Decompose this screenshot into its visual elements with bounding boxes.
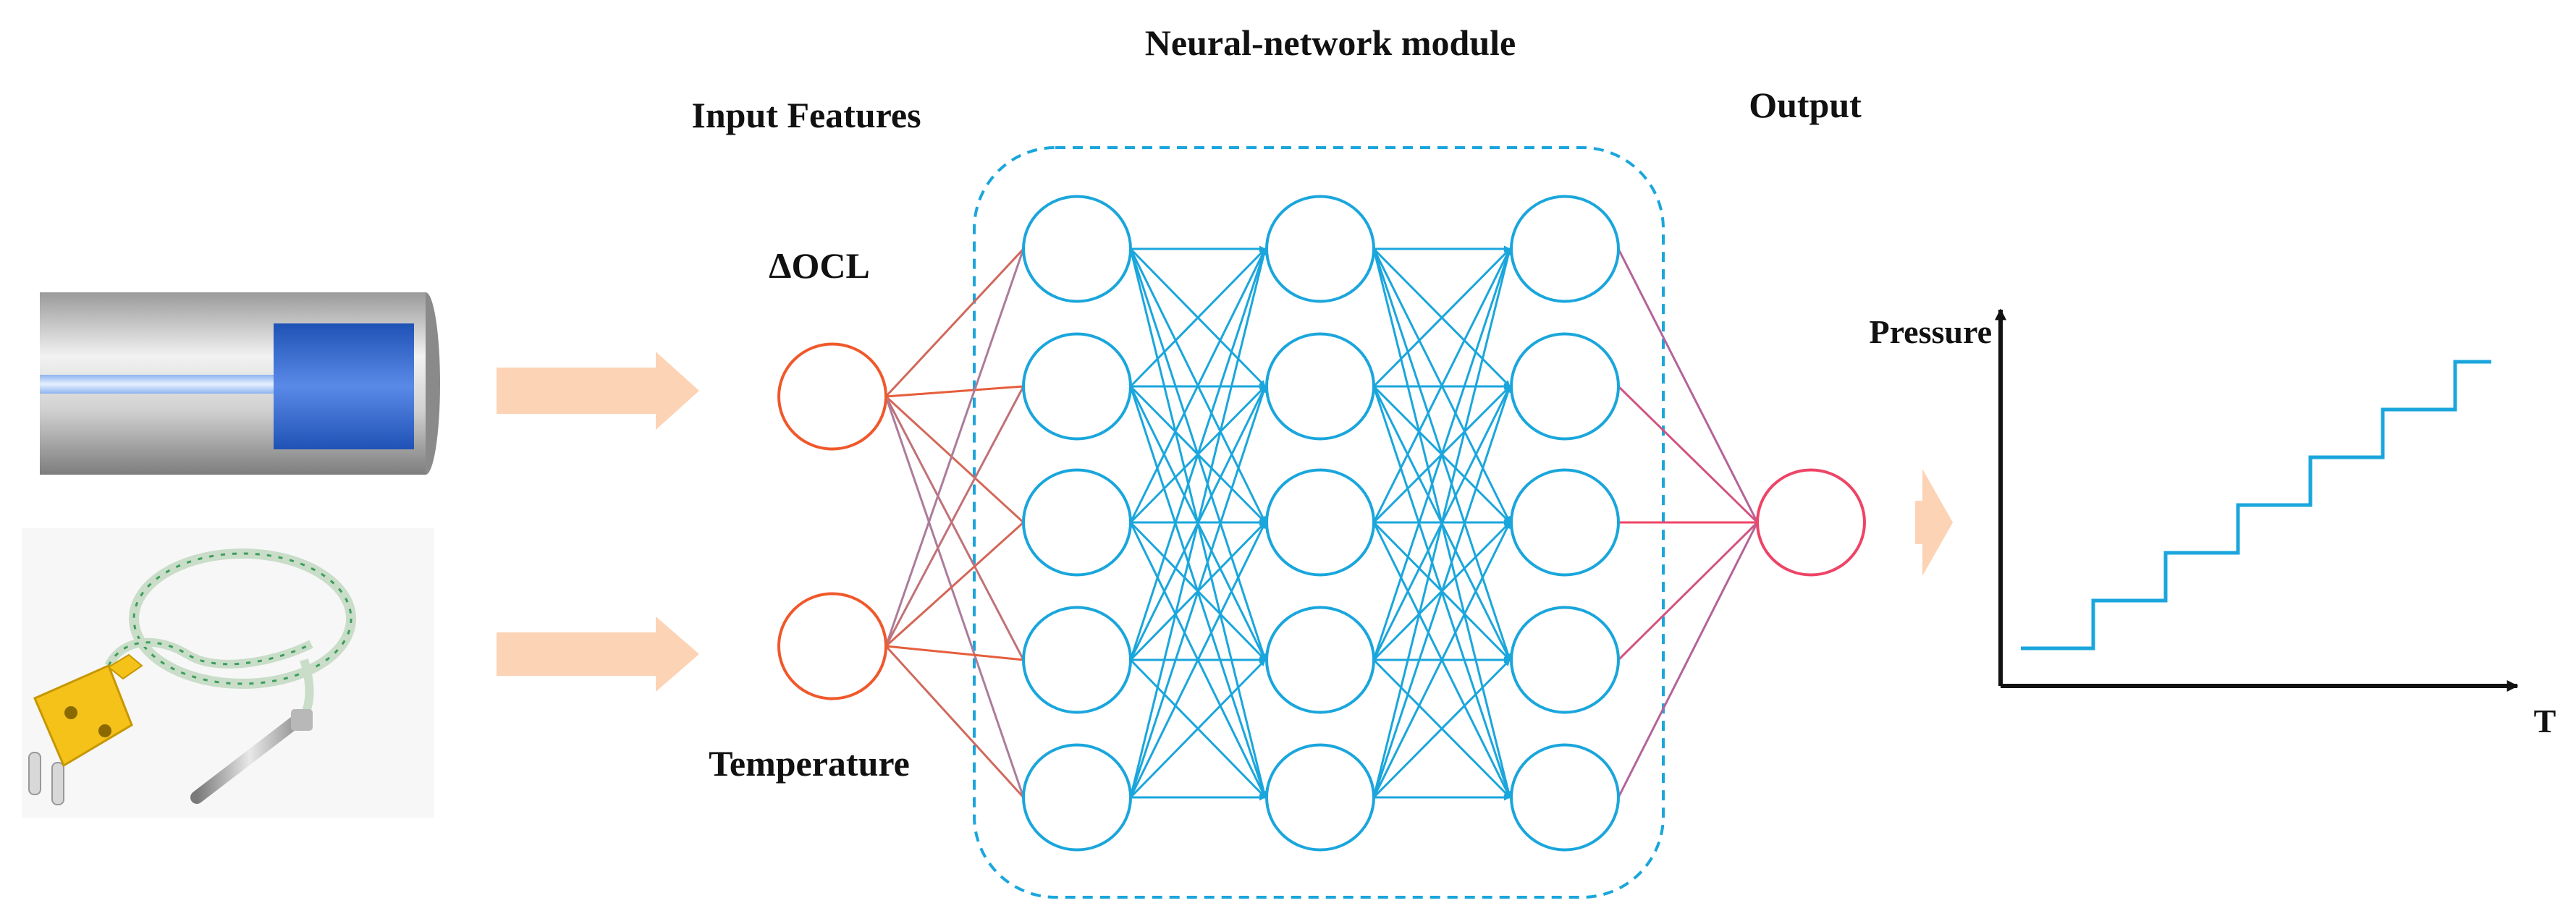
connection-hidden-hidden <box>1372 248 1512 798</box>
connection-input-hidden <box>884 396 1025 661</box>
network-nodes <box>777 195 1866 852</box>
module-title: Neural-network module <box>1145 22 1516 63</box>
input-node <box>777 592 887 700</box>
connection-hidden-output <box>1617 385 1759 524</box>
connection-hidden-hidden <box>1372 386 1511 798</box>
input-node <box>777 342 887 451</box>
hidden-node <box>1265 332 1375 441</box>
connection-hidden-hidden <box>1129 386 1267 798</box>
connection-hidden-hidden <box>1372 247 1511 388</box>
thermocouple-probe-icon <box>22 528 434 818</box>
connection-hidden-hidden <box>1129 247 1267 388</box>
hidden-node <box>1510 743 1620 852</box>
input-arrow-ocl <box>497 352 699 430</box>
connection-hidden-hidden <box>1372 248 1511 661</box>
hidden-node <box>1022 743 1132 852</box>
hidden-node <box>1022 332 1132 441</box>
hidden-node <box>1022 195 1132 303</box>
connection-input-hidden <box>884 521 1025 648</box>
connection-input-hidden <box>885 385 1024 398</box>
temperature-label: Temperature <box>709 743 910 784</box>
hidden-node <box>1265 743 1375 852</box>
output-title: Output <box>1749 85 1862 125</box>
connection-hidden-hidden <box>1129 522 1267 798</box>
connection-hidden-hidden <box>1372 522 1511 798</box>
hidden-node <box>1510 468 1620 577</box>
hidden-node <box>1265 606 1375 714</box>
connection-hidden-hidden <box>1129 248 1267 798</box>
connection-hidden-hidden <box>1129 658 1267 799</box>
input-features-title: Input Features <box>691 95 921 135</box>
network-connections <box>884 245 1759 801</box>
connection-hidden-hidden <box>1372 658 1511 799</box>
connection-input-hidden <box>884 248 1025 647</box>
hidden-node <box>1510 332 1620 441</box>
hidden-node <box>1022 606 1132 714</box>
connection-input-hidden <box>884 645 1025 799</box>
hidden-node <box>1265 468 1375 577</box>
output-node <box>1756 468 1866 577</box>
optical-fiber-sensor-icon <box>40 292 440 475</box>
connection-input-hidden <box>884 247 1025 398</box>
pressure-axis-label: Pressure <box>1870 313 1993 350</box>
delta-ocl-label: ΔOCL <box>769 245 870 286</box>
connection-hidden-output <box>1617 521 1759 661</box>
connection-hidden-output <box>1617 522 1759 798</box>
hidden-node <box>1022 468 1132 577</box>
time-axis-label: T <box>2534 703 2556 739</box>
connection-input-hidden <box>884 396 1025 798</box>
connection-hidden-hidden <box>1129 248 1267 523</box>
connection-input-hidden <box>885 645 1024 661</box>
connection-hidden-output <box>1617 248 1759 523</box>
hidden-node <box>1510 195 1620 303</box>
connection-input-hidden <box>884 395 1025 524</box>
pressure-staircase-line <box>2021 360 2491 650</box>
hidden-node <box>1510 606 1620 714</box>
connection-hidden-hidden <box>1129 248 1267 661</box>
connection-input-hidden <box>884 386 1025 647</box>
output-arrow <box>1915 469 1953 576</box>
connection-hidden-hidden <box>1372 248 1511 523</box>
input-arrow-temperature <box>497 616 699 692</box>
pressure-step-chart <box>1995 308 2519 692</box>
hidden-node <box>1265 195 1375 303</box>
